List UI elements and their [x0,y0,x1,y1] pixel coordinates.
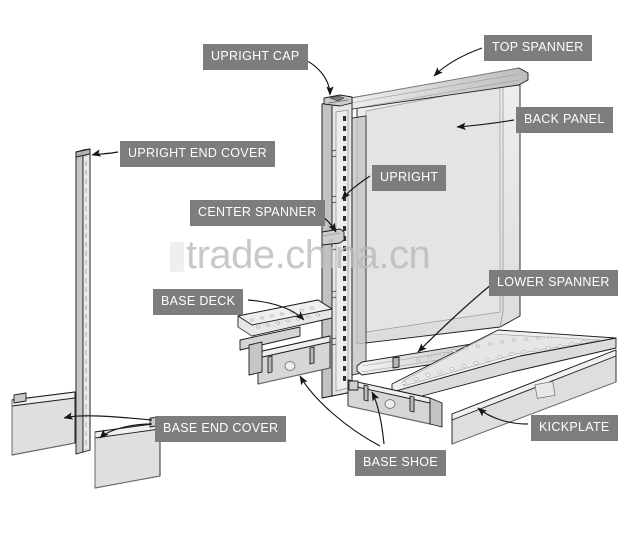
callout-base-end-cover: BASE END COVER [155,416,287,442]
leader-base-shoe-right [371,391,385,445]
leader-base-end-cover-right [99,423,153,439]
leader-upright [341,175,371,200]
part-base-end-cover-right [94,416,163,489]
leader-base-shoe-left [299,375,381,447]
leader-lower-spanner [417,283,493,353]
callout-lower-spanner: LOWER SPANNER [489,270,618,296]
part-upright-cap [323,94,353,107]
part-back-panel [356,75,521,345]
part-base-end-cover-left [11,391,76,456]
part-base-shoe-right [347,379,443,428]
callout-upright: UPRIGHT [372,165,447,191]
leader-back-panel [456,119,515,131]
part-center-spanner [321,228,345,246]
callout-center-spanner: CENTER SPANNER [190,200,325,226]
callout-base-shoe: BASE SHOE [355,450,446,476]
callout-upright-cap: UPRIGHT CAP [203,44,308,70]
leader-kickplate [477,407,529,425]
leader-base-end-cover-left [63,412,153,421]
callout-top-spanner: TOP SPANNER [484,35,592,61]
part-kickplate [451,349,617,445]
callout-upright-end-cover: UPRIGHT END COVER [120,141,275,167]
callout-kickplate: KICKPLATE [531,415,618,441]
callout-back-panel: BACK PANEL [516,107,613,133]
leader-upright-end-cover [91,149,119,157]
callout-base-deck: BASE DECK [153,289,244,315]
leader-base-deck [247,299,305,321]
part-upright-end-cover [75,148,91,455]
leader-top-spanner [433,47,483,77]
part-base-shoe-left [248,335,331,385]
part-upright [321,98,353,399]
part-upright-rear [351,115,367,376]
